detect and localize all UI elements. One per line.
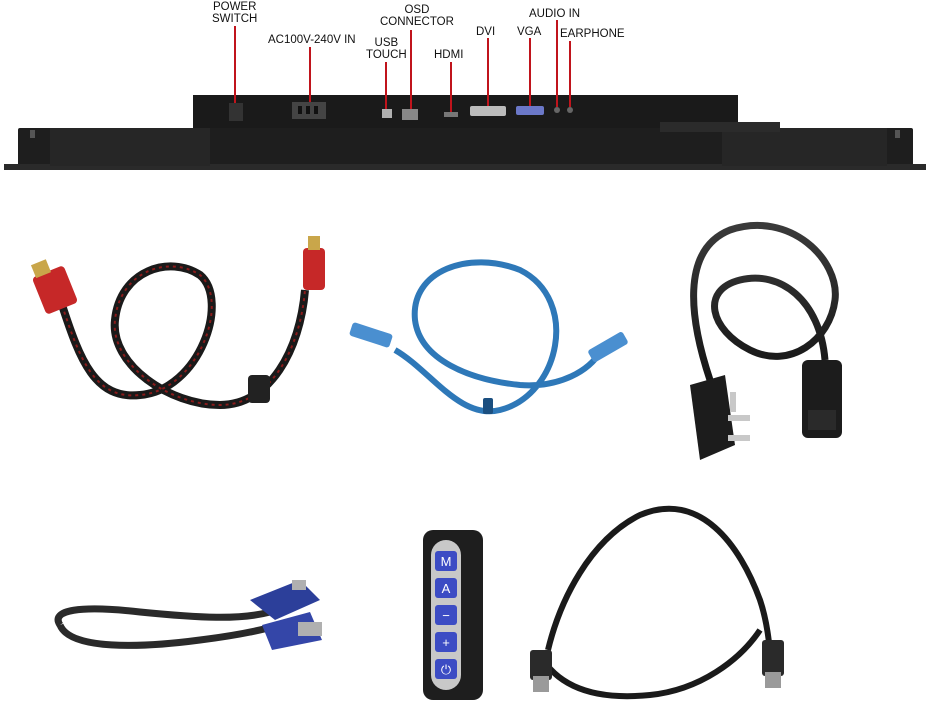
vga-cable [54, 580, 322, 650]
osd-key-label-menu: M [441, 554, 452, 569]
osd-connector-port [402, 109, 418, 120]
osd-keys [435, 551, 457, 679]
label-dvi: DVI [476, 26, 496, 38]
osd-key-menu [435, 551, 457, 571]
label-vga: VGA [517, 26, 542, 38]
label-ac-in: AC100V-240V IN [268, 34, 356, 46]
osd-key-label-power: ⏻ [441, 663, 451, 678]
monitor-rear-panel [4, 95, 926, 170]
label-earphone: EARPHONE [560, 28, 625, 40]
label-audio-in: AUDIO IN [529, 8, 581, 20]
usb-touch-port [382, 109, 392, 118]
osd-key-plus [435, 632, 457, 652]
power-switch-port [229, 103, 243, 121]
osd-key-auto [435, 578, 457, 598]
osd-key-label-minus: − [442, 608, 450, 623]
dvi-port [470, 106, 506, 116]
osd-key-minus [435, 605, 457, 625]
osd-extension-cable [530, 505, 784, 700]
callout-lines [234, 20, 571, 112]
hdmi-port [444, 112, 458, 117]
earphone-port [567, 107, 573, 113]
usb-cable [349, 259, 628, 415]
hdmi-cable [30, 236, 325, 410]
osd-key-label-plus: + [442, 635, 450, 650]
label-hdmi: HDMI [434, 49, 464, 61]
power-cord [690, 221, 842, 460]
vga-port [516, 106, 544, 115]
osd-key-power [435, 659, 457, 679]
osd-key-label-auto: A [442, 581, 451, 596]
audio-in-port [554, 107, 560, 113]
